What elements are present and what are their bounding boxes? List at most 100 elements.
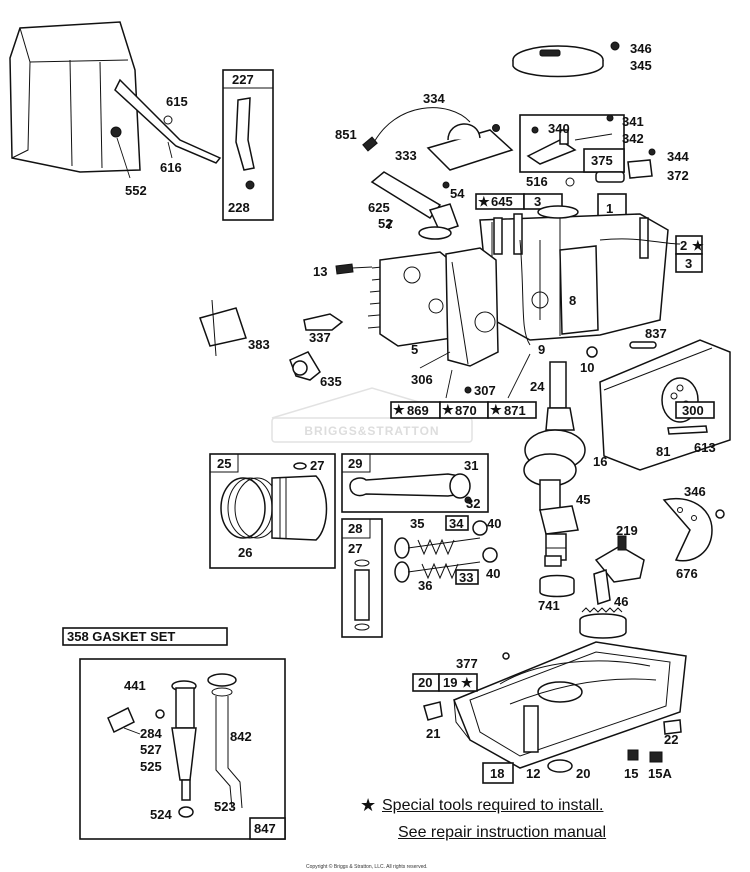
part-label-616: 616 [160, 160, 182, 175]
part-label-333: 333 [395, 148, 417, 163]
part-label-54: 54 [450, 186, 465, 201]
part-label-33: 33 [459, 570, 473, 585]
part-label-613: 613 [694, 440, 716, 455]
part-label-306: 306 [411, 372, 433, 387]
part-label-16: 16 [593, 454, 607, 469]
part-label-635: 635 [320, 374, 342, 389]
part-label-25: 25 [217, 456, 231, 471]
part-label-3b: 3 [685, 256, 692, 271]
ground-wire-illustration [565, 114, 656, 187]
note-star-symbol: ★ [360, 795, 377, 815]
part-label-523: 523 [214, 799, 236, 814]
part-label-524: 524 [150, 807, 172, 822]
part-label-871: 871 [504, 403, 526, 418]
part-label-346-right: 346 [684, 484, 706, 499]
part-label-5: 5 [411, 342, 418, 357]
svg-text:BRIGGS&STRATTON: BRIGGS&STRATTON [304, 424, 439, 438]
part-label-300: 300 [682, 403, 704, 418]
part-label-26: 26 [238, 545, 252, 560]
governor-cam-illustration [539, 535, 645, 639]
part-label-527: 527 [140, 742, 162, 757]
part-label-337: 337 [309, 330, 331, 345]
part-label-851: 851 [335, 127, 357, 142]
tool-star-2: ★ [692, 238, 704, 253]
part-label-3a: 3 [534, 194, 541, 209]
part-label-15A: 15A [648, 766, 672, 781]
tool-star-871: ★ [490, 402, 502, 417]
part-label-31: 31 [464, 458, 478, 473]
part-label-625: 625 [368, 200, 390, 215]
part-label-870: 870 [455, 403, 477, 418]
part-label-46: 46 [614, 594, 628, 609]
part-label-12: 12 [526, 766, 540, 781]
fuel-cap-plate-illustration [512, 41, 620, 78]
part-label-340: 340 [548, 121, 570, 136]
part-label-20-bottom: 20 [576, 766, 590, 781]
part-label-19: 19 [443, 675, 457, 690]
part-label-21: 21 [426, 726, 440, 741]
part-label-676: 676 [676, 566, 698, 581]
piston-pin-illustration [354, 559, 370, 631]
part-label-346-top: 346 [630, 41, 652, 56]
drain-plug-illustration [423, 701, 682, 763]
part-label-81: 81 [656, 444, 670, 459]
part-label-40-upper: 40 [487, 516, 501, 531]
part-box-340 [519, 114, 625, 173]
gasket-set-label: 358 GASKET SET [67, 629, 175, 644]
part-label-35: 35 [410, 516, 424, 531]
connecting-rod-illustration [349, 473, 472, 504]
tool-star-870: ★ [442, 402, 454, 417]
part-label-341: 341 [622, 114, 644, 129]
blower-housing-illustration [9, 21, 222, 179]
crankcase-sump-illustration [453, 641, 687, 769]
part-label-40-lower: 40 [486, 566, 500, 581]
part-label-10: 10 [580, 360, 594, 375]
governor-lever-illustration [235, 97, 255, 190]
part-label-18: 18 [490, 766, 504, 781]
tool-star-869: ★ [393, 402, 405, 417]
part-label-22: 22 [664, 732, 678, 747]
part-label-377: 377 [456, 656, 478, 671]
part-label-525: 525 [140, 759, 162, 774]
tool-star-19: ★ [461, 675, 473, 690]
part-label-29: 29 [348, 456, 362, 471]
part-label-615: 615 [166, 94, 188, 109]
part-label-837: 837 [645, 326, 667, 341]
part-label-334: 334 [423, 91, 445, 106]
part-label-34: 34 [449, 516, 464, 531]
armature-coil-illustration [362, 107, 514, 171]
tool-star-645: ★ [478, 194, 490, 209]
breather-tube-illustration [370, 171, 459, 240]
part-label-842: 842 [230, 729, 252, 744]
part-label-219: 219 [616, 523, 638, 538]
cylinder-block-illustration [367, 205, 681, 367]
gasket-set-box [62, 627, 228, 646]
part-label-847: 847 [254, 821, 276, 836]
part-label-284: 284 [140, 726, 162, 741]
note-repair-manual: See repair instruction manual [398, 824, 607, 841]
part-label-24: 24 [530, 379, 545, 394]
oil-fill-plug-illustration [199, 299, 321, 381]
part-label-516: 516 [526, 174, 548, 189]
part-label-15: 15 [624, 766, 638, 781]
part-label-45: 45 [576, 492, 590, 507]
part-label-20-top: 20 [418, 675, 432, 690]
part-label-8: 8 [569, 293, 576, 308]
part-label-645: 645 [491, 194, 513, 209]
part-label-52: 52 [378, 216, 392, 231]
part-label-1: 1 [606, 201, 613, 216]
copyright-notice: Copyright © Briggs & Stratton, LLC. All … [306, 864, 428, 870]
oil-fill-tube-illustration [107, 673, 243, 818]
part-label-13: 13 [313, 264, 327, 279]
stop-switch-illustration [526, 126, 577, 165]
part-label-741: 741 [538, 598, 560, 613]
part-label-36: 36 [418, 578, 432, 593]
part-label-2: 2 [680, 238, 687, 253]
note-special-tools: Special tools required to install. [382, 797, 604, 814]
part-label-27-piston: 27 [310, 458, 324, 473]
valves-springs-illustration [394, 537, 481, 583]
spark-plug-bolt-illustration [303, 263, 373, 331]
part-label-307: 307 [474, 383, 496, 398]
